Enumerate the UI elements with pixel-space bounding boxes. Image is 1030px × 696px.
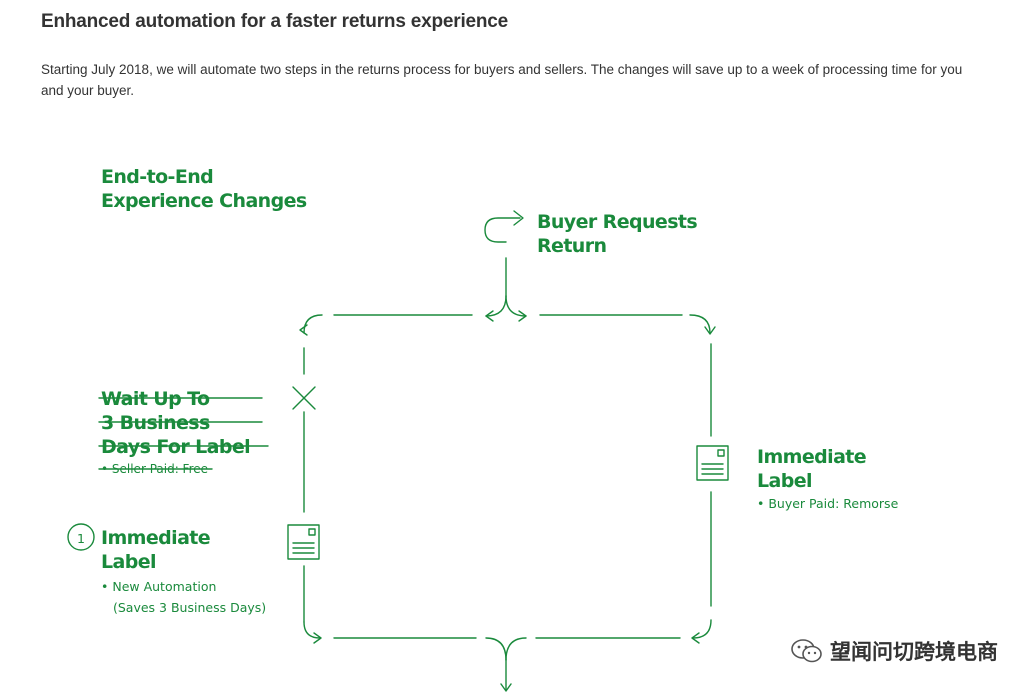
shipping-label-icon-left <box>287 524 320 560</box>
flow-connector-top <box>333 257 683 322</box>
diagram-heading-line2: Experience Changes <box>101 190 307 212</box>
flow-connector-bottom <box>485 637 527 692</box>
watermark: 望闻问切跨境电商 <box>790 636 998 666</box>
strikethrough-lines <box>98 397 269 470</box>
step-number-badge: 1 <box>67 523 95 551</box>
page-title: Enhanced automation for a faster returns… <box>41 11 509 32</box>
left-new-step-line2: Label <box>101 551 156 573</box>
flow-connector-right <box>535 314 716 644</box>
wechat-icon <box>791 639 822 663</box>
watermark-text: 望闻问切跨境电商 <box>830 640 998 664</box>
old-step-line2: 3 Business <box>101 412 210 434</box>
right-step-note: • Buyer Paid: Remorse <box>757 496 899 511</box>
old-step-line3: Days For Label <box>101 436 250 458</box>
right-step-line2: Label <box>757 470 812 492</box>
flow-connector-left <box>299 314 477 644</box>
intro-paragraph: Starting July 2018, we will automate two… <box>41 62 963 98</box>
removed-step-x-icon <box>292 386 316 410</box>
start-label-line2: Return <box>537 235 606 257</box>
start-label-line1: Buyer Requests <box>537 211 697 233</box>
left-new-step-line1: Immediate <box>101 527 210 549</box>
step-number: 1 <box>77 531 85 546</box>
diagram-heading-line1: End-to-End <box>101 166 213 188</box>
right-step-line1: Immediate <box>757 446 866 468</box>
return-arrow-icon <box>484 210 524 243</box>
left-new-step-note1: • New Automation <box>101 579 216 594</box>
shipping-label-icon-right <box>696 445 729 481</box>
left-new-step-note2: (Saves 3 Business Days) <box>113 600 266 615</box>
old-step-line1: Wait Up To <box>101 388 210 410</box>
